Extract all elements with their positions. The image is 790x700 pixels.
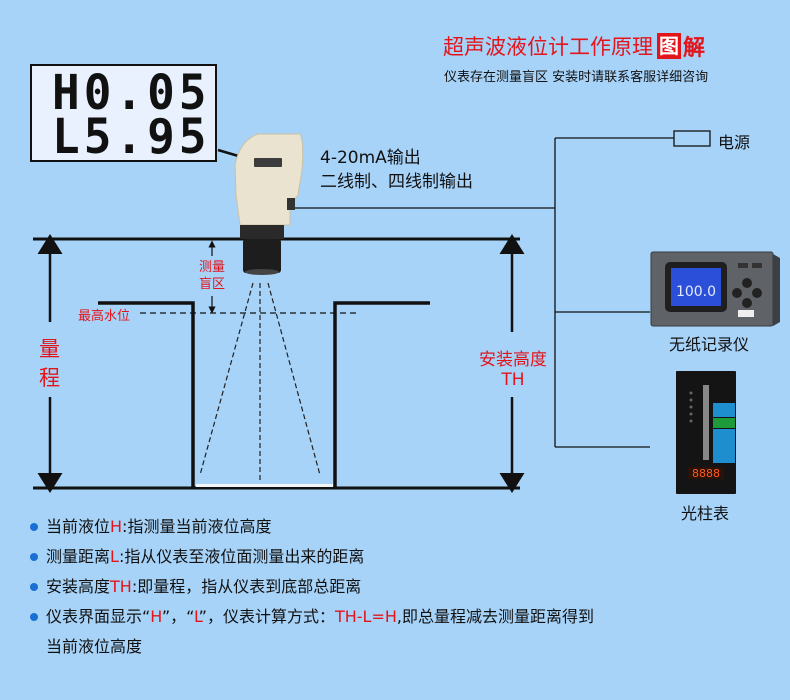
lcd-line-l: L5.95 [52,107,211,165]
liquid-surface [196,484,333,487]
output-wiring: 二线制、四线制输出 [320,172,473,192]
tank-left-wall [98,301,195,488]
page-title: 超声波液位计工作原理 图 解 [443,30,705,62]
lcd-line-h: H0.05 [52,63,211,121]
svg-text:100.0: 100.0 [676,284,716,300]
lcd-display: H0.05 L5.95 [30,64,217,162]
notes-list: 当前液位H:指测量当前液位高度 测量距离L:指从仪表至液位面测量出来的距离 安装… [30,512,594,662]
svg-text:8888: 8888 [692,467,720,480]
power-box [673,130,711,147]
note-item: 当前液位H:指测量当前液位高度 [30,512,594,542]
bargraph-label: 光柱表 [681,504,730,523]
install-height-label: 安装高度 TH [479,350,547,390]
title-badge: 图 [657,33,681,59]
note-item: 仪表界面显示“H”，“L”，仪表计算方式：TH-L=H,即总量程减去测量距离得到 [30,602,594,632]
blind-zone-label: 测量 盲区 [199,260,226,292]
subtitle: 仪表存在测量盲区 安装时请联系客服详细咨询 [444,70,709,85]
title-badge-2: 解 [683,36,706,61]
ultrasonic-sensor-icon [234,133,304,275]
recorder-label: 无纸记录仪 [669,335,750,354]
bullet-icon [30,553,38,561]
title-text: 超声波液位计工作原理 [443,35,653,59]
output-description: 4-20mA输出 二线制、四线制输出 [320,146,473,194]
tank-right-wall [333,301,430,488]
bargraph-meter-icon: 8888 [676,371,736,494]
max-level-label: 最高水位 [78,309,131,324]
note-item: 安装高度TH:即量程，指从仪表到底部总距离 [30,572,594,602]
output-current: 4-20mA输出 [320,148,421,168]
power-label: 电源 [718,133,751,152]
bullet-icon [30,583,38,591]
note-continuation: 当前液位高度 [46,637,143,656]
paperless-recorder-icon: 100.0 [650,251,780,327]
note-item: 测量距离L:指从仪表至液位面测量出来的距离 [30,542,594,572]
range-label: 量 程 [39,337,60,390]
bullet-icon [30,613,38,621]
beam-right [267,282,321,476]
beam-left [199,282,254,476]
bullet-icon [30,523,38,531]
